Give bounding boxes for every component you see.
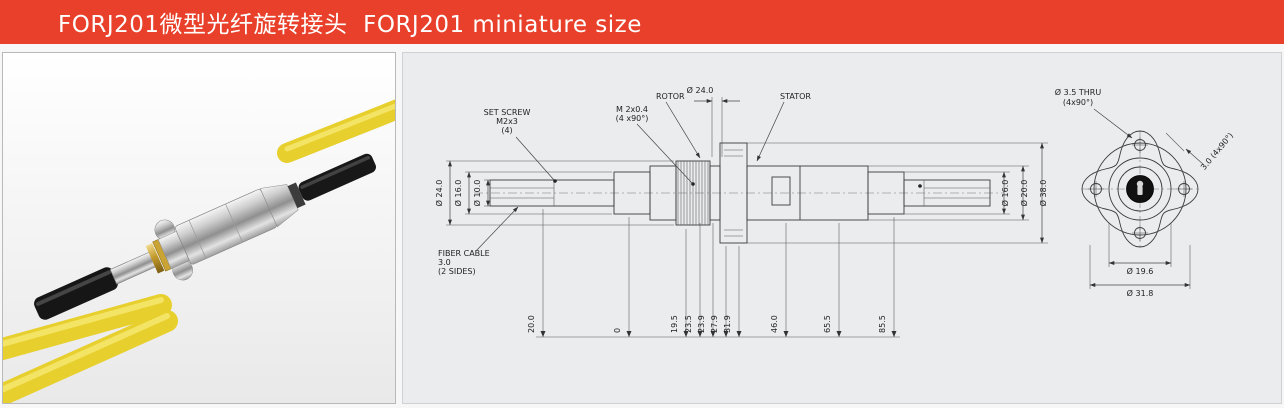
callout-set-screw-line3: (4)	[501, 126, 512, 135]
keyhole-circle	[1136, 180, 1144, 188]
callout-set-screw-line1: SET SCREW	[484, 108, 531, 117]
fiber-cable-left-2	[3, 310, 178, 403]
fiber-cable-right	[277, 99, 395, 163]
header-bar: FORJ201微型光纤旋转接头 FORJ201 miniature size	[0, 0, 1284, 44]
content-area: Ø 24.0 Ø 16.0 Ø 10.0 Ø 16.0 Ø 20.0 Ø 38.…	[0, 44, 1284, 404]
callout-fiber-line3: (2 SIDES)	[438, 267, 476, 276]
dim-label-right-38: Ø 38.0	[1038, 180, 1048, 207]
dim-label-left-10: Ø 10.0	[472, 180, 482, 207]
body-seam-2	[225, 203, 243, 243]
leader-stator	[756, 101, 785, 162]
dim-label-20: 20.0	[527, 315, 536, 333]
callout-stator: STATOR	[780, 92, 811, 101]
leader-set-screw	[515, 136, 555, 181]
dim-label-left-16: Ø 16.0	[453, 180, 463, 207]
fiber-cable-left-2-highlight	[3, 313, 170, 393]
side-view-outline	[489, 142, 991, 244]
callout-rotor: ROTOR	[656, 92, 685, 101]
dim-label-right-20: Ø 20.0	[1019, 180, 1029, 207]
technical-drawing-svg: Ø 24.0 Ø 16.0 Ø 10.0 Ø 16.0 Ø 20.0 Ø 38.…	[434, 85, 1235, 338]
bottom-dim-arrows	[540, 331, 897, 337]
dim-label-27-9: 27.9	[710, 315, 719, 333]
flat-chord	[1165, 132, 1185, 152]
callout-fiber-line1: FIBER CABLE	[438, 249, 490, 258]
right-extension-lines	[747, 142, 1048, 244]
dim-label-85-5: 85.5	[878, 315, 887, 333]
end-view-hole-note-line2: (4x90°)	[1063, 98, 1093, 107]
set-screw-dot-left	[553, 179, 557, 183]
bolt-circle	[1108, 157, 1172, 221]
thread-dot	[691, 182, 695, 186]
dim-label-65-5: 65.5	[823, 315, 832, 333]
flange-outline	[1081, 130, 1199, 248]
leader-hole-note	[1093, 108, 1133, 139]
dim-label-23-5: 23.5	[684, 315, 693, 333]
dim-label-46: 46.0	[770, 315, 779, 333]
fiber-cables	[3, 99, 395, 403]
dim-label-0: 0	[613, 328, 622, 333]
leader-thread	[636, 123, 693, 184]
leader-flat-note	[1185, 148, 1205, 166]
dim-label-31-8: Ø 31.8	[1127, 288, 1154, 298]
fiber-cable-left-1-highlight	[3, 297, 164, 347]
heatshrink-left-highlight	[35, 270, 112, 306]
top-dim: Ø 24.0	[687, 85, 740, 157]
leader-fiber	[475, 206, 519, 252]
dim-label-right-16: Ø 16.0	[1000, 180, 1010, 207]
heatshrink-right	[298, 153, 376, 201]
page-title: FORJ201微型光纤旋转接头 FORJ201 miniature size	[58, 12, 642, 38]
leader-rotor	[665, 101, 701, 159]
dim-label-19-6: Ø 19.6	[1127, 266, 1154, 276]
callout-thread-line1: M 2x0.4	[616, 105, 648, 114]
fiber-cable-right-highlight	[284, 103, 395, 152]
left-extension-lines	[446, 160, 674, 226]
fiber-cable-left-1	[3, 294, 172, 361]
dim-label-left-24: Ø 24.0	[434, 180, 444, 207]
bottom-extension-lines	[536, 209, 900, 338]
keyhole-slot	[1137, 186, 1143, 195]
left-dim-lines	[448, 160, 490, 226]
product-photo-panel	[2, 52, 396, 404]
callout-fiber-line2: 3.0	[438, 258, 451, 267]
brass-ring-1	[145, 243, 165, 274]
collar	[287, 182, 306, 209]
dim-label-23-9: 23.9	[697, 315, 706, 333]
callout-set-screw-line2: M2x3	[496, 117, 518, 126]
set-screw-dot-right	[918, 184, 922, 188]
boss-circle	[1117, 166, 1163, 212]
heatshrink-right-highlight	[300, 155, 371, 189]
callouts: SET SCREW M2x3 (4) M 2x0.4 (4 x90°) ROTO…	[438, 92, 811, 276]
bottom-dim-labels: 20.0 0 19.5 23.5 23.9 27.9 31.9 46.0 65.…	[527, 315, 887, 333]
end-view-hole-note-line1: Ø 3.5 THRU	[1055, 87, 1102, 97]
nose-taper	[259, 184, 299, 228]
callout-thread-line2: (4 x90°)	[616, 114, 649, 123]
hole-crosshairs	[1088, 137, 1192, 241]
dim-label-31-9: 31.9	[723, 315, 732, 333]
rotary-joint-body	[34, 153, 376, 320]
end-view-extension-lines	[1089, 223, 1191, 289]
end-view-flat-note: 3.0 (4x90°)	[1199, 131, 1235, 172]
product-photo-illustration	[3, 53, 395, 403]
dim-label-top-24: Ø 24.0	[687, 85, 714, 95]
end-view: Ø 3.5 THRU (4x90°) 3.0 (4x90°) Ø 19.6 Ø …	[1055, 87, 1235, 298]
body-seam-1	[188, 220, 207, 259]
dim-label-19-5: 19.5	[670, 315, 679, 333]
right-dim-lines	[1002, 142, 1044, 244]
heatshrink-left	[34, 267, 118, 320]
technical-drawing-panel: Ø 24.0 Ø 16.0 Ø 10.0 Ø 16.0 Ø 20.0 Ø 38.…	[402, 52, 1282, 404]
